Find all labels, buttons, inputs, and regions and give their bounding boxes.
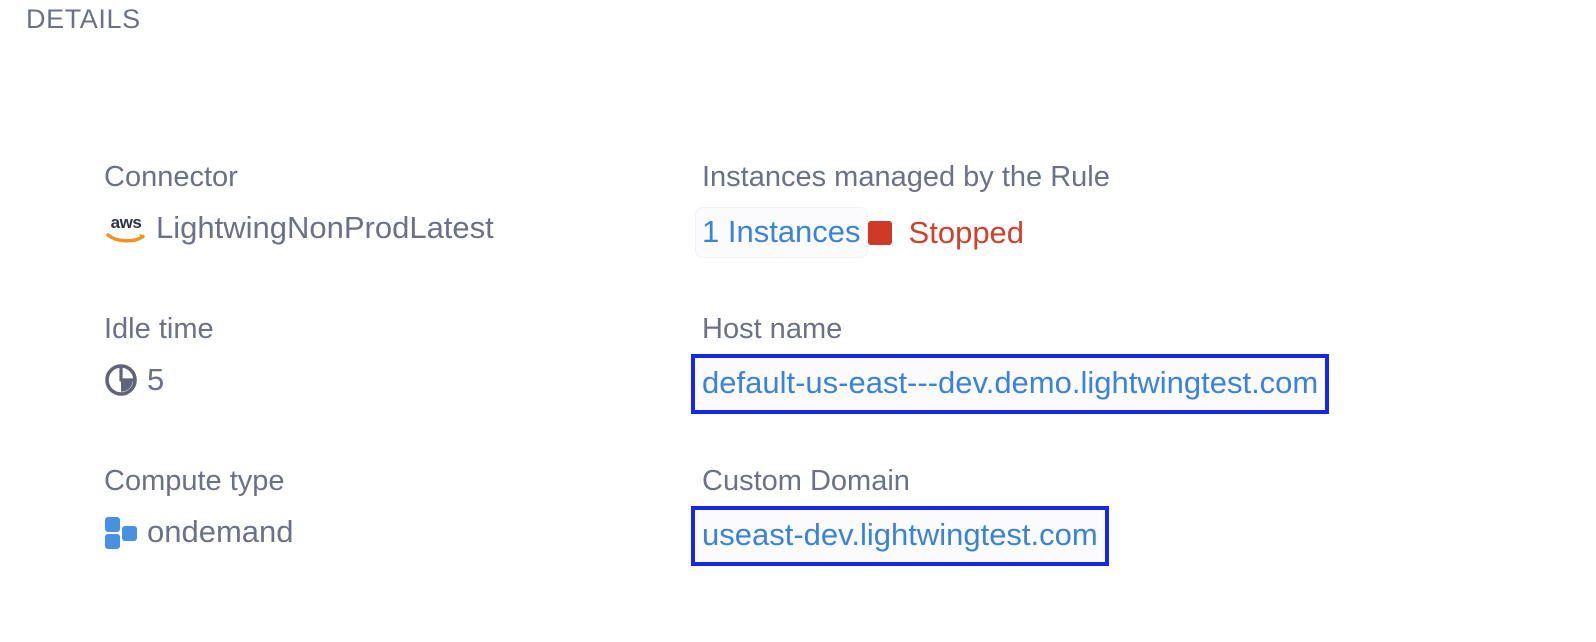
details-row: Connector aws LightwingNonProdLatest Ins… <box>0 160 1596 312</box>
status-badge: Stopped <box>908 215 1025 250</box>
custom-domain-highlight-box[interactable]: useast-dev.lightwingtest.com <box>691 506 1109 566</box>
field-custom-domain: Custom Domain useast-dev.lightwingtest.c… <box>691 464 1109 566</box>
aws-logo-icon: aws <box>104 210 148 246</box>
field-host-name: Host name default-us-east---dev.demo.lig… <box>691 312 1330 414</box>
field-connector-label: Connector <box>104 161 238 193</box>
field-idle-time: Idle time 5 <box>104 312 214 400</box>
field-instances-label: Instances managed by the Rule <box>702 161 1110 193</box>
field-connector-value-row: aws LightwingNonProdLatest <box>104 208 494 248</box>
field-host-name-label: Host name <box>702 313 843 345</box>
field-idle-time-label: Idle time <box>104 313 214 345</box>
field-idle-time-value: 5 <box>147 362 165 397</box>
pie-clock-icon <box>104 363 138 397</box>
field-connector-value: LightwingNonProdLatest <box>156 210 494 245</box>
instances-count-link[interactable]: 1 Instances <box>696 208 867 257</box>
details-row: Compute type ondemand Custom Domain usea… <box>0 464 1596 616</box>
page-title: DETAILS <box>26 4 141 34</box>
field-instances-value-row: 1 Instances Stopped <box>696 208 1110 257</box>
squares-icon <box>104 515 138 549</box>
field-custom-domain-label: Custom Domain <box>702 465 910 497</box>
svg-text:aws: aws <box>111 213 142 232</box>
field-connector: Connector aws LightwingNonProdLatest <box>104 160 494 248</box>
status-swatch-icon <box>867 220 892 245</box>
details-row: Idle time 5 Host name default-us-east---… <box>0 312 1596 464</box>
custom-domain-link[interactable]: useast-dev.lightwingtest.com <box>702 517 1098 552</box>
host-name-highlight-box[interactable]: default-us-east---dev.demo.lightwingtest… <box>691 354 1330 414</box>
field-compute-type-value: ondemand <box>147 514 294 549</box>
field-compute-type: Compute type ondemand <box>104 464 294 552</box>
field-instances: Instances managed by the Rule 1 Instance… <box>696 160 1110 257</box>
field-compute-type-value-row: ondemand <box>104 512 294 552</box>
field-idle-time-value-row: 5 <box>104 360 214 400</box>
details-grid: Connector aws LightwingNonProdLatest Ins… <box>0 160 1596 616</box>
field-compute-type-label: Compute type <box>104 465 285 497</box>
host-name-link[interactable]: default-us-east---dev.demo.lightwingtest… <box>702 365 1319 400</box>
